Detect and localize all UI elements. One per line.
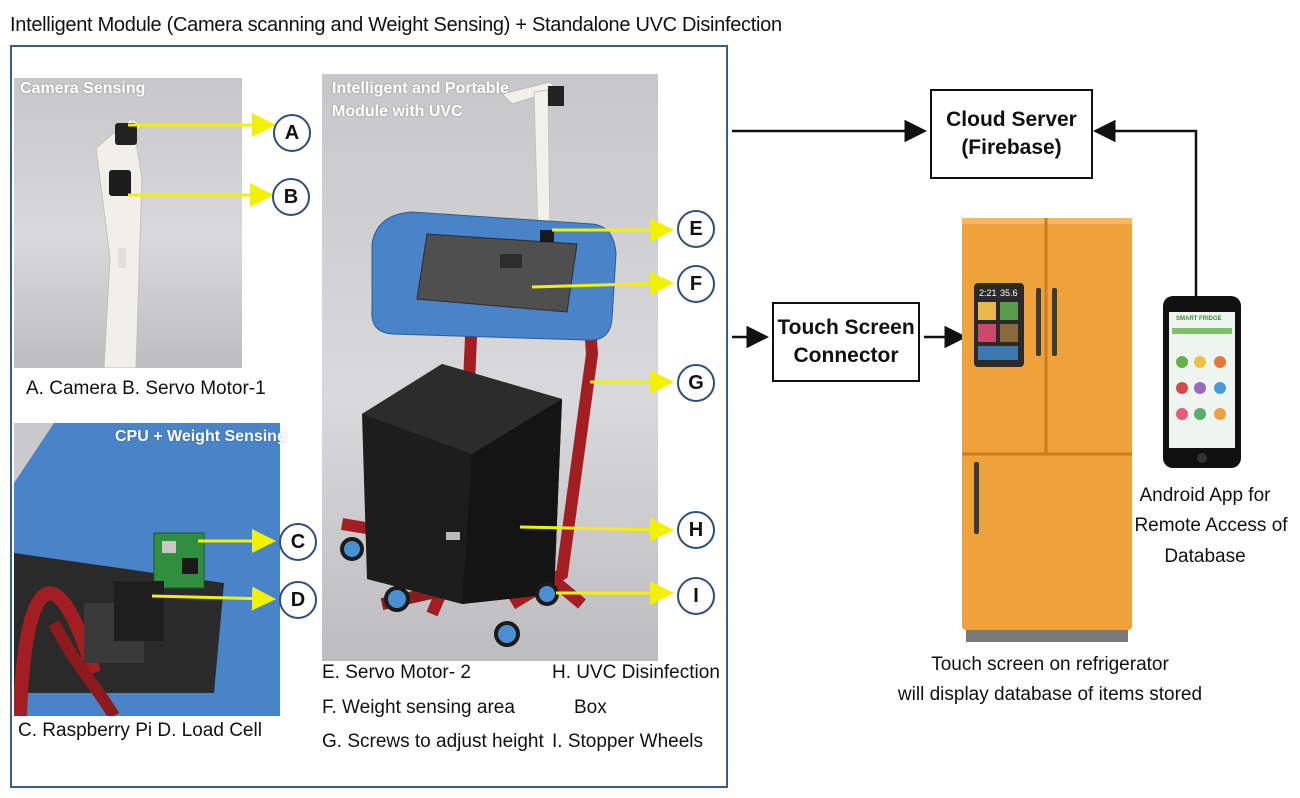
- marker-h: H: [677, 511, 715, 549]
- module-photo: [322, 74, 658, 661]
- module-label-line1: Intelligent and Portable: [332, 80, 509, 97]
- cloud-server-title: Cloud Server: [946, 107, 1077, 131]
- touch-connector-line1: Touch Screen: [777, 315, 915, 339]
- camera-sensing-label: Camera Sensing: [20, 80, 146, 97]
- legend-f: F. Weight sensing area: [322, 697, 515, 718]
- module-frame: [10, 45, 728, 788]
- legend-g: G. Screws to adjust height: [322, 731, 544, 752]
- fridge-screen-time2: 35.6: [1000, 288, 1018, 298]
- phone-description-line3: Database: [1164, 546, 1246, 567]
- cpu-board-illustration: [14, 423, 280, 716]
- diagram-title: Intelligent Module (Camera scanning and …: [10, 14, 782, 36]
- marker-d: D: [279, 581, 317, 619]
- touch-connector-line2: Connector: [793, 344, 899, 367]
- fridge-screen-time1: 2:21: [979, 288, 997, 298]
- marker-c: C: [279, 523, 317, 561]
- marker-g: G: [677, 364, 715, 402]
- camera-caption: A. Camera B. Servo Motor-1: [26, 378, 266, 399]
- phone-description-line1: Android App for: [1139, 485, 1271, 506]
- module-illustration: [340, 81, 617, 647]
- camera-arm-illustration: [95, 117, 143, 368]
- marker-b: B: [272, 178, 310, 216]
- marker-i: I: [677, 577, 715, 615]
- module-label-line2: Module with UVC: [332, 103, 463, 120]
- marker-f: F: [677, 265, 715, 303]
- cpu-caption: C. Raspberry Pi D. Load Cell: [18, 720, 262, 741]
- marker-e: E: [677, 210, 715, 248]
- phone-app-name: SMART FRIDGE: [1176, 316, 1222, 322]
- legend-e: E. Servo Motor- 2: [322, 662, 471, 683]
- cpu-weight-label: CPU + Weight Sensing: [115, 428, 287, 445]
- touch-connector-box: Touch Screen Connector: [772, 302, 920, 382]
- marker-a: A: [273, 114, 311, 152]
- cpu-weight-photo: [14, 423, 280, 716]
- fridge-description-line1: Touch screen on refrigerator: [931, 654, 1169, 675]
- camera-sensing-photo: [14, 78, 242, 368]
- cloud-server-subtitle: (Firebase): [961, 136, 1062, 159]
- fridge-description-line2: will display database of items stored: [897, 684, 1203, 705]
- arrow-phone-to-cloud: [1093, 119, 1198, 296]
- phone-description-line2: Remote Access of: [1134, 515, 1288, 536]
- cloud-server-box: Cloud Server (Firebase): [930, 89, 1093, 179]
- legend-i: I. Stopper Wheels: [552, 731, 704, 752]
- legend-h: H. UVC Disinfection: [552, 662, 720, 683]
- legend-h-cont: Box: [574, 697, 607, 718]
